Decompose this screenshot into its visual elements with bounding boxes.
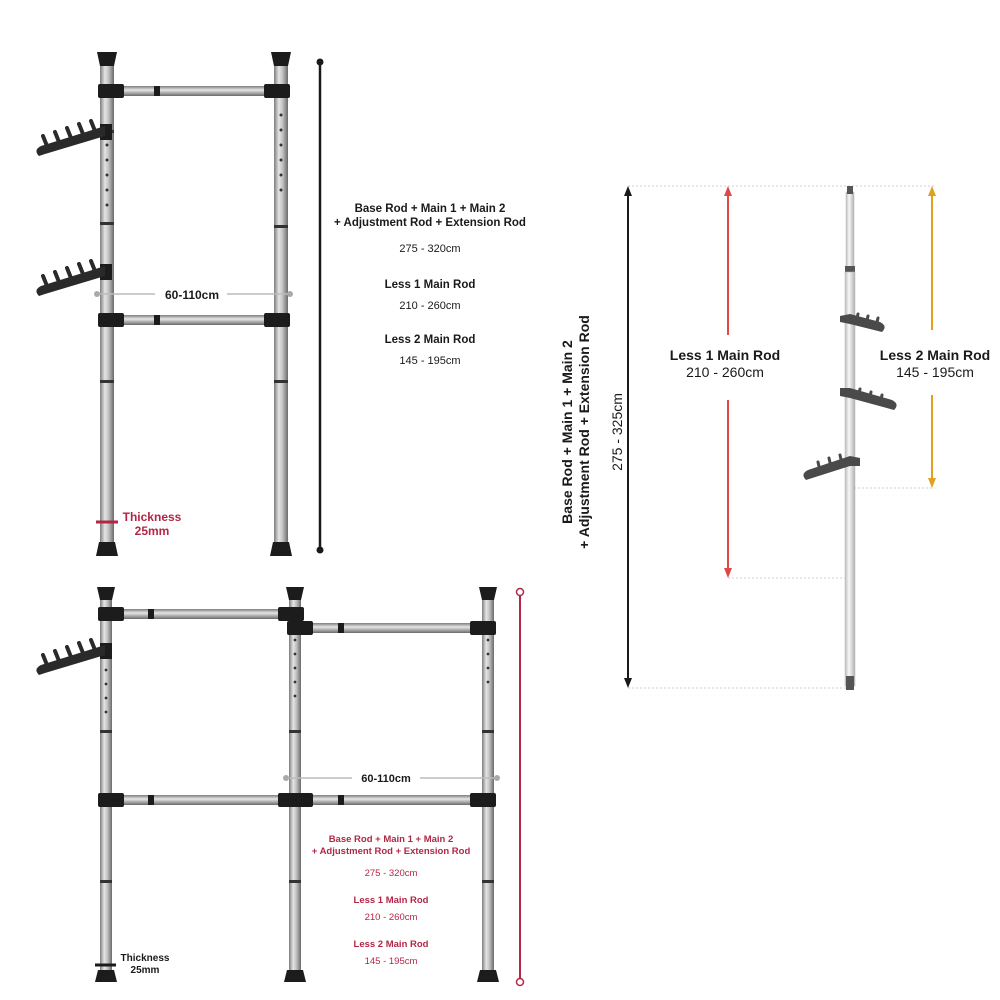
rack2-thickness-label: Thickness — [121, 953, 170, 964]
rack1-top-bar — [112, 86, 276, 96]
pole-hook-middle — [840, 387, 897, 410]
rack2-spec-less1-range: 210 - 260cm — [365, 912, 418, 923]
pole-hook-lower — [803, 453, 860, 480]
rack1-right-pole — [274, 62, 288, 548]
pole-less1-label: Less 1 Main Rod — [670, 347, 780, 363]
rack1-spec-less2-range: 145 - 195cm — [399, 355, 460, 367]
rack1-spec-full-line1: Base Rod + Main 1 + Main 2 — [355, 203, 506, 215]
rack1-middle-bar — [112, 315, 276, 325]
rack1-hook-upper — [34, 119, 107, 158]
rack2-middle-bar-right — [301, 795, 482, 805]
pole-hook-top — [840, 312, 885, 332]
rack1-left-pole — [100, 62, 114, 548]
pole-vertical-range: 275 - 325cm — [609, 393, 625, 471]
single-pole-diagram: Less 1 Main Rod 210 - 260cm Less 2 Main … — [559, 185, 990, 690]
rack2-middle-bar-left — [112, 795, 289, 805]
rack2-spec-full-line1: Base Rod + Main 1 + Main 2 — [329, 834, 454, 845]
rack2-spec-full-range: 275 - 320cm — [365, 868, 418, 879]
rack2-hook — [34, 638, 107, 677]
rack2-thickness-value: 25mm — [131, 965, 160, 976]
rack2-width-label: 60-110cm — [361, 773, 411, 785]
pole-vertical-label-line1: Base Rod + Main 1 + Main 2 — [559, 340, 575, 524]
rack1-spec-full-range: 275 - 320cm — [399, 243, 460, 255]
pole-less2-range: 145 - 195cm — [896, 364, 974, 380]
pole-less1-range: 210 - 260cm — [686, 364, 764, 380]
rack-2: 60-110cm Thickness 25mm Base Rod + Main … — [34, 587, 525, 987]
pole-vertical-label-line2: + Adjustment Rod + Extension Rod — [576, 315, 592, 549]
rack2-spec-less2-label: Less 2 Main Rod — [354, 939, 429, 950]
rack1-spec-less1-label: Less 1 Main Rod — [385, 279, 476, 291]
pole-upper-section — [845, 191, 855, 269]
rack1-spec-less2-label: Less 2 Main Rod — [385, 334, 476, 346]
rack1-hook-lower — [34, 259, 107, 298]
rack1-width-label: 60-110cm — [165, 288, 219, 302]
rack1-thickness-value: 25mm — [135, 524, 170, 538]
rack2-spec-full-line2: + Adjustment Rod + Extension Rod — [312, 846, 471, 857]
rack2-top-bar-right — [301, 623, 482, 633]
pole-less2-label: Less 2 Main Rod — [880, 347, 990, 363]
rack1-spec-full-line2: + Adjustment Rod + Extension Rod — [334, 217, 526, 229]
rack2-spec-less2-range: 145 - 195cm — [365, 956, 418, 967]
rack1-spec-less1-range: 210 - 260cm — [399, 300, 460, 312]
rack2-spec-less1-label: Less 1 Main Rod — [354, 895, 429, 906]
rack-1: 60-110cm Thickness 25mm Base Rod + Main … — [34, 52, 526, 556]
rack2-top-bar-left — [112, 609, 289, 619]
rack1-thickness-label: Thickness — [123, 510, 182, 524]
pole-lower-section — [844, 271, 856, 687]
